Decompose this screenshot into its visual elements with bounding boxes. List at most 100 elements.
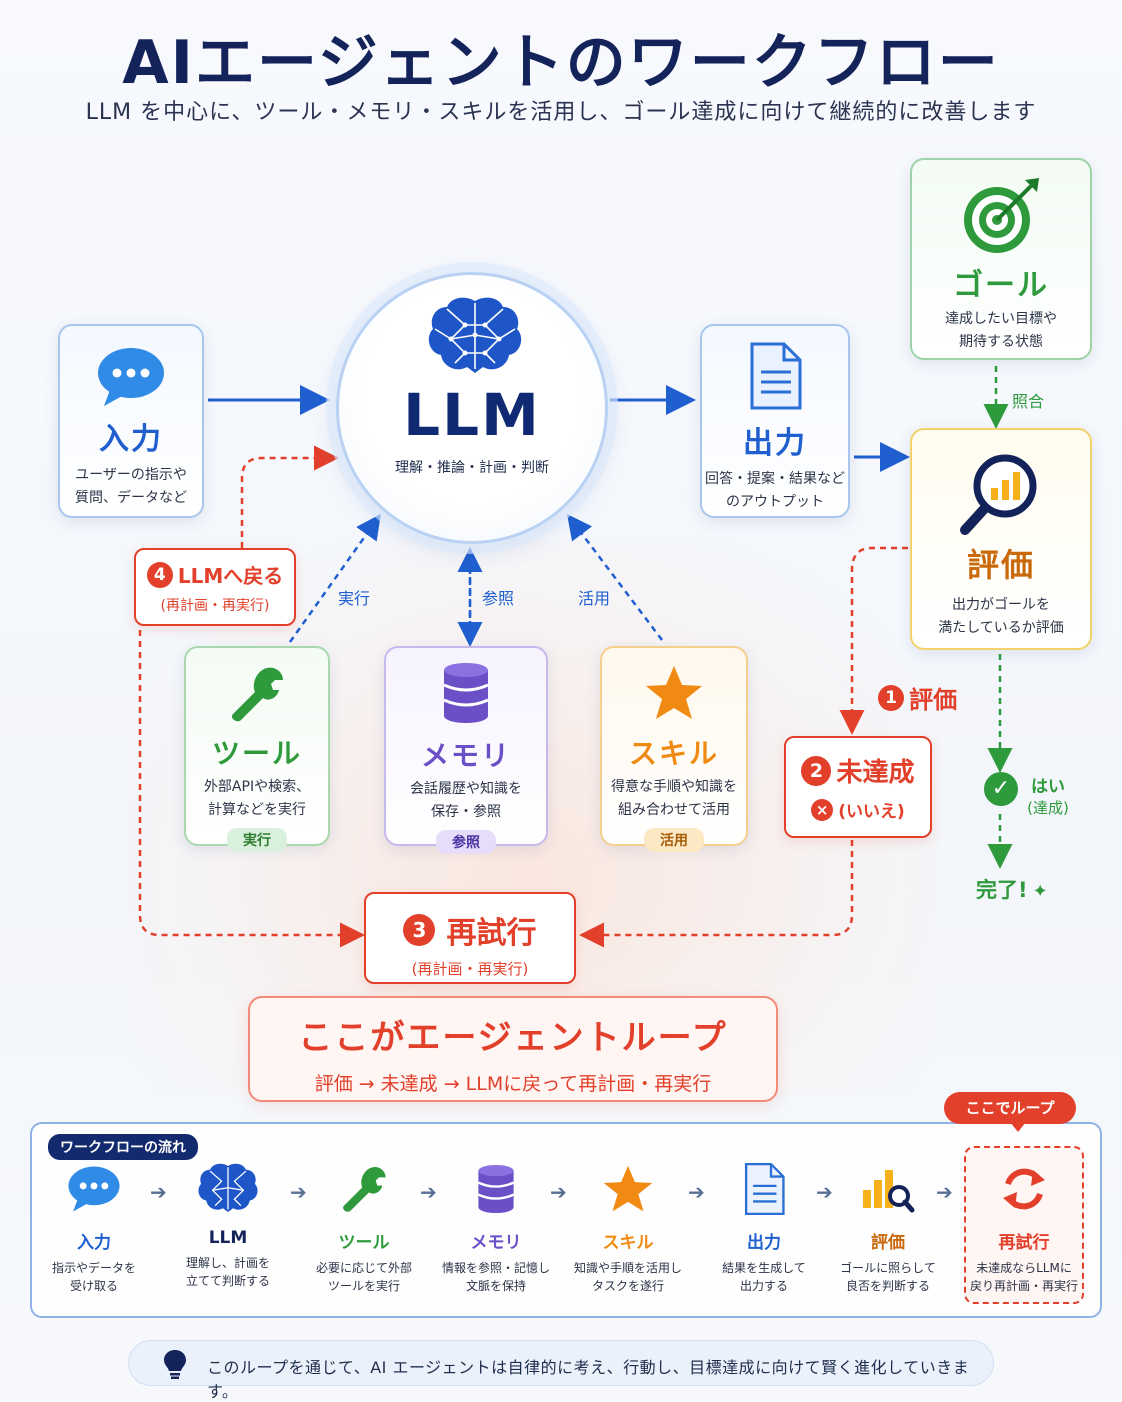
page-subtitle: LLM を中心に、ツール・メモリ・スキルを活用し、ゴール達成に向けて継続的に改善… [85,100,1037,125]
arrow-tool-llm [288,513,381,643]
flow-desc-line1: ゴールに照らして [840,1261,936,1275]
step1-evaluate: 1 評価 [878,680,957,715]
skill-card: スキル 得意な手順や知識を 組み合わせて活用 活用 [600,646,748,852]
flow-label: 評価 [871,1233,905,1253]
flow-desc-line1: 情報を参照・記憶し [441,1261,550,1275]
document-icon [748,342,802,410]
goal-card: ゴール 達成したい目標や 期待する状態 [910,158,1092,360]
memory-card: メモリ 会話履歴や知識を 保存・参照 参照 [384,646,548,854]
flow-arrow: ➔ [688,1180,705,1204]
tool-pill: 実行 [227,828,287,852]
output-card: 出力 回答・提案・結果など のアウトプット [700,324,850,518]
step3-retry: 3 再試行 (再計画・再実行) [364,892,576,984]
chat-bubble-icon [96,346,166,406]
footer-text: このループを通じて、AI エージェントは自律的に考え、行動し、目標達成に向けて賢… [207,1358,970,1401]
flow-label: 再試行 [998,1233,1050,1253]
flow-desc-line1: 必要に応じて外部 [315,1261,412,1275]
tool-arrow-label: 実行 [338,589,371,608]
magnifier-chart-icon [955,452,1047,536]
skill-arrow-label: 活用 [578,589,611,608]
skill-title: スキル [628,737,719,770]
step3-sub: (再計画・再実行) [411,960,529,978]
flow-label: 入力 [77,1233,111,1253]
yes-label: はい [1030,777,1065,797]
memory-desc-line1: 会話履歴や知識を [410,781,522,797]
input-desc-line1: ユーザーの指示や [75,467,187,483]
workflow-flow-panel [30,1122,1102,1318]
flow-arrow: ➔ [420,1180,437,1204]
step4-back-to-llm: 4 LLMへ戻る (再計画・再実行) [134,548,296,626]
input-title: 入力 [99,422,163,457]
flow-arrow: ➔ [290,1180,307,1204]
document-icon [744,1162,785,1216]
flow-desc-line2: 良否を判断する [845,1279,930,1293]
evaluate-desc-line1: 出力がゴールを [952,597,1050,613]
sparkle-icon: ✦ [1032,881,1048,902]
flow-label: 出力 [747,1233,781,1253]
loop-banner-title: ここがエージェントループ [298,1018,728,1058]
goal-title: ゴール [953,268,1049,303]
brain-icon [425,295,525,379]
flow-desc-line2: ツールを実行 [327,1279,400,1293]
flow-desc-line1: 指示やデータを [51,1261,136,1275]
flow-desc-line2: 戻り再計画・再実行 [969,1279,1078,1293]
step4-sub: (再計画・再実行) [160,598,270,614]
step2-unmet: 2 未達成 × (いいえ) [784,736,932,838]
arrow-loop-retry [138,630,365,948]
memory-pill: 参照 [436,830,496,854]
arrow-back-to-llm [240,445,339,548]
input-desc-line2: 質問、データなど [75,490,187,506]
wrench-icon [343,1167,386,1212]
output-desc-line1: 回答・提案・結果など [705,471,845,487]
flow-desc-line1: 知識や手順を活用し [573,1261,682,1275]
refresh-icon [1003,1168,1045,1210]
goal-link-label: 照合 [1012,392,1045,411]
flow-step-retry: 再試行 未達成ならLLMに 戻り再計画・再実行 [964,1158,1084,1295]
flow-step-llm: LLM 理解し、計画を 立てて判断する [168,1158,288,1290]
workflow-flow-tag: ワークフローの流れ [48,1134,198,1160]
input-card: 入力 ユーザーの指示や 質問、データなど [58,324,204,518]
arrow-skill-llm [566,514,663,641]
yes-indicator: ✓ はい (達成) [984,772,1094,818]
arrow-unmet-retry [579,840,854,948]
step4-label: LLMへ戻る [177,564,284,588]
flow-desc-line1: 理解し、計画を [185,1256,270,1270]
done-text: 完了! [976,878,1028,902]
llm-node: LLM 理解・推論・計画・判断 [336,272,608,544]
flow-label: スキル [602,1233,654,1253]
tool-desc-line2: 計算などを実行 [208,802,306,818]
goal-desc-line1: 達成したい目標や [945,311,1057,327]
page-title: AIエージェントのワークフロー [122,28,1000,98]
wrench-icon [227,664,287,724]
chart-magnifier-icon [863,1170,915,1213]
llm-title: LLM [403,381,541,449]
star-icon [645,664,703,722]
flow-desc-line1: 結果を生成して [722,1261,806,1275]
output-title: 出力 [743,426,807,461]
flow-arrow: ➔ [936,1180,953,1204]
retry-highlight [964,1146,1084,1304]
llm-desc: 理解・推論・計画・判断 [395,460,549,476]
flow-step-tool: ツール 必要に応じて外部 ツールを実行 [304,1158,424,1295]
loop-callout-text: ここでループ [965,1099,1055,1117]
memory-title: メモリ [420,739,511,772]
skill-desc-line2: 組み合わせて活用 [618,802,730,818]
step4-number: 4 [146,561,173,588]
yes-sub: (達成) [1027,799,1069,817]
footer-note: このループを通じて、AI エージェントは自律的に考え、行動し、目標達成に向けて賢… [128,1340,994,1401]
database-icon [477,1165,515,1213]
flow-desc-line1: 未達成ならLLMに [976,1261,1072,1275]
step2-sub: (いいえ) [838,802,905,822]
evaluate-desc-line2: 満たしているか評価 [938,620,1064,636]
flow-step-skill: スキル 知識や手順を活用し タスクを遂行 [568,1158,688,1295]
step3-number: 3 [403,914,436,946]
brain-icon [198,1163,258,1213]
tool-desc-line1: 外部APIや検索、 [203,779,311,795]
flow-arrow: ➔ [150,1180,167,1204]
flow-desc-line2: 出力する [739,1279,788,1293]
flow-step-output: 出力 結果を生成して 出力する [704,1158,824,1295]
flow-desc-line2: 立てて判断する [185,1274,270,1288]
evaluate-title: 評価 [966,546,1035,584]
flow-desc-line2: 文脈を保持 [465,1279,526,1293]
